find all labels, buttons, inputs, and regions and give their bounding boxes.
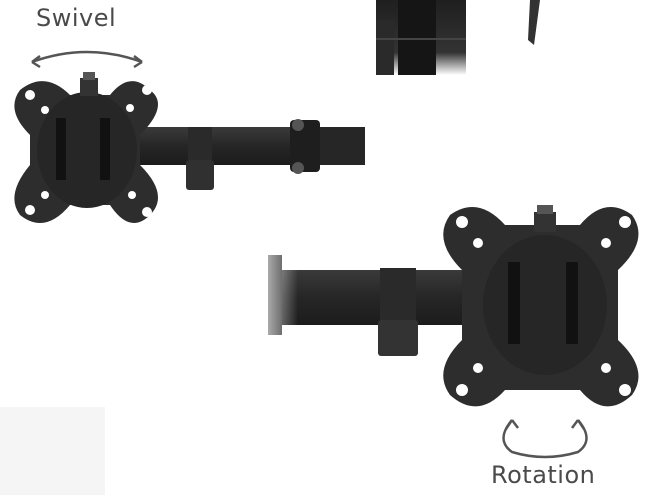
rotation-arrow-icon — [502, 419, 588, 459]
upper-arm — [140, 119, 365, 190]
swivel-label: Swivel — [36, 4, 117, 32]
lower-vesa-plate — [443, 205, 639, 407]
background-patch — [0, 407, 105, 495]
lower-arm — [268, 255, 468, 356]
rotation-label: Rotation — [491, 461, 596, 489]
upper-vesa-plate — [14, 72, 158, 223]
swivel-arrow-icon — [31, 50, 143, 69]
pole-top — [376, 0, 540, 75]
